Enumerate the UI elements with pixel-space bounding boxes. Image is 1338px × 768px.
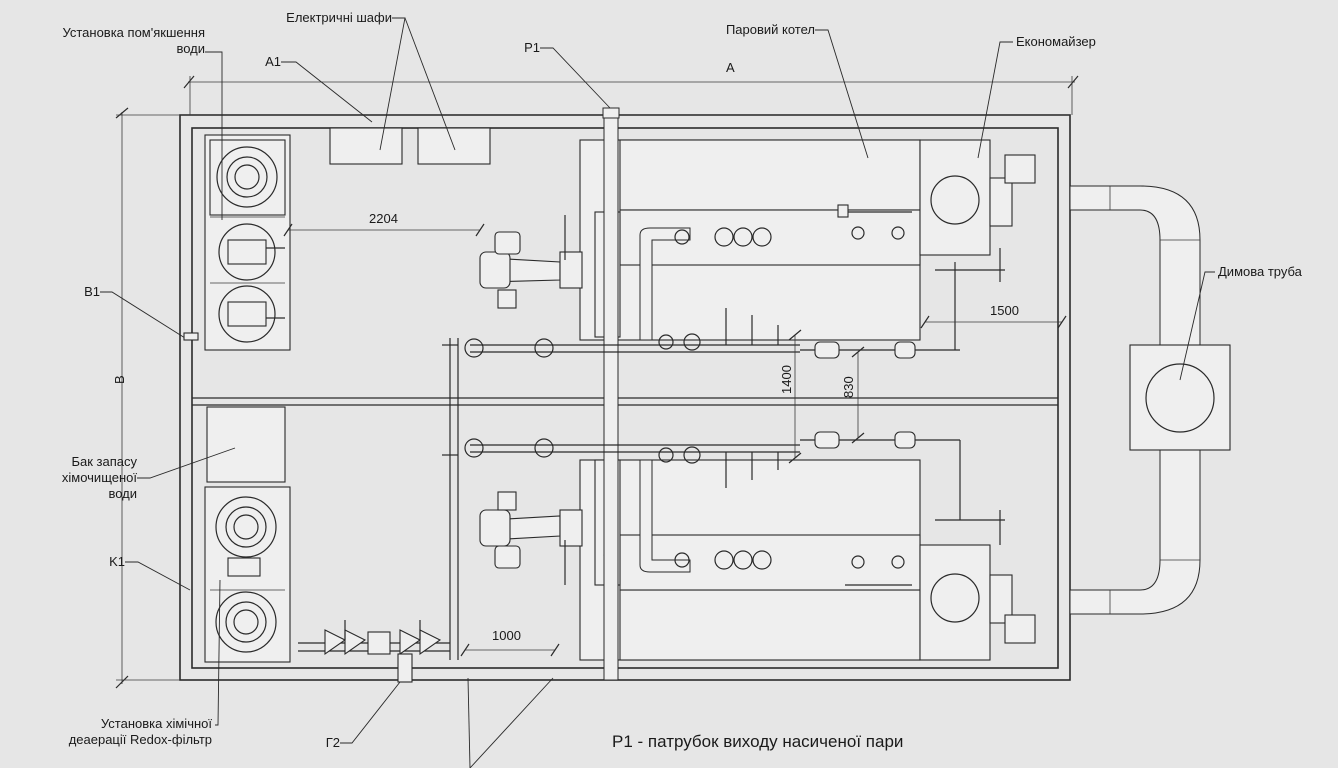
label-softener-2: води: [176, 41, 205, 56]
label-p1: P1: [524, 40, 540, 55]
label-tank-3: води: [108, 486, 137, 501]
label-economizer: Економайзер: [1016, 34, 1096, 49]
label-a1: A1: [265, 54, 281, 69]
reserve-water-tank: [206, 406, 286, 483]
dim-2204: 2204: [369, 211, 398, 226]
water-softener-unit: [204, 134, 291, 351]
electric-cabinets: [329, 127, 491, 165]
dim-1500: 1500: [990, 303, 1019, 318]
dim-a-label: A: [726, 60, 735, 75]
valves: [564, 215, 779, 585]
label-redox-1: Установка хімічної: [101, 716, 212, 731]
dim-b-label: B: [112, 375, 127, 384]
label-g2: Г2: [326, 735, 340, 750]
leader-lines: [100, 17, 1215, 768]
label-tank-2: хімочищеної: [62, 470, 137, 485]
label-tank-1: Бак запасу: [71, 454, 137, 469]
steam-boiler-lower: [579, 459, 1036, 661]
dim-830: 830: [841, 376, 856, 398]
label-chimney: Димова труба: [1218, 264, 1303, 279]
inner-dimensions: 2204 1500 1400 830 1000: [283, 211, 1067, 657]
text-labels: Установка пом'якшення води Електричні ша…: [62, 10, 1303, 750]
label-redox-2: деаерації Redox-фільтр: [69, 732, 212, 747]
container-walls: [179, 114, 1071, 681]
label-k1: K1: [109, 554, 125, 569]
piping: [298, 107, 1005, 683]
label-boiler: Паровий котел: [726, 22, 815, 37]
label-softener-1: Установка пом'якшення: [62, 25, 205, 40]
steam-boiler-upper: [579, 139, 1036, 341]
dimension-b: B: [112, 107, 180, 689]
dim-1400: 1400: [779, 365, 794, 394]
label-cabinets: Електричні шафи: [286, 10, 392, 25]
burners: [479, 231, 583, 569]
dimension-a: A: [183, 60, 1079, 115]
redox-filter-unit: [204, 486, 291, 663]
legend-item-p1: P1 - патрубок виходу насиченої пари: [612, 732, 903, 751]
label-b1: B1: [84, 284, 100, 299]
legend: P1 - патрубок виходу насиченої пари: [612, 732, 903, 751]
chimney: [1069, 185, 1231, 615]
dim-1000: 1000: [492, 628, 521, 643]
